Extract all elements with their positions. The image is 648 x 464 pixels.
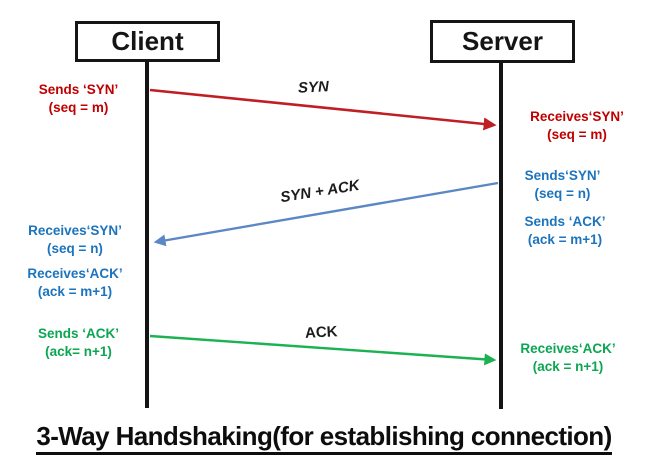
syn-message-label: SYN — [297, 78, 330, 97]
event-action: Receives‘SYN’ — [530, 109, 624, 124]
client-actor-box: Client — [75, 21, 220, 62]
server-lifeline — [499, 62, 503, 409]
server-actor-label: Server — [462, 26, 543, 56]
diagram-title-bar: 3-Way Handshaking(for establishing conne… — [0, 421, 648, 455]
event-detail: (seq = n) — [534, 186, 591, 201]
event-detail: (ack = m+1) — [527, 232, 603, 247]
event-detail: (ack = m+1) — [37, 284, 113, 299]
server-actor-box: Server — [430, 20, 575, 63]
client-event-receives-syn: Receives‘SYN’ (seq = n) — [16, 222, 134, 258]
event-action: Receives‘ACK’ — [520, 341, 616, 356]
event-detail: (seq = m) — [48, 100, 109, 115]
event-detail: (ack= n+1) — [45, 344, 112, 359]
diagram-title: 3-Way Handshaking(for establishing conne… — [36, 421, 612, 455]
server-event-receives-syn: Receives‘SYN’ (seq = m) — [517, 108, 637, 144]
event-action: Receives‘ACK’ — [27, 266, 123, 281]
ack-message-label: ACK — [304, 323, 338, 342]
event-detail: (seq = m) — [547, 127, 607, 142]
client-event-receives-ack: Receives‘ACK’ (ack = m+1) — [16, 265, 134, 301]
event-detail: (ack = n+1) — [532, 359, 604, 374]
event-action: Sends‘SYN’ — [524, 168, 601, 183]
server-event-sends-ack: Sends ‘ACK’ (ack = m+1) — [505, 213, 625, 249]
client-actor-label: Client — [111, 26, 184, 56]
server-event-sends-syn: Sends‘SYN’ (seq = n) — [505, 167, 620, 203]
event-action: Sends ‘ACK’ — [37, 326, 119, 341]
event-action: Receives‘SYN’ — [28, 223, 122, 238]
client-lifeline — [145, 61, 149, 408]
syn-ack-arrow — [153, 181, 499, 247]
event-action: Sends ‘ACK’ — [524, 214, 606, 229]
event-detail: (seq = n) — [47, 241, 103, 256]
client-event-sends-syn: Sends ‘SYN’ (seq = m) — [22, 81, 135, 117]
server-event-receives-ack: Receives‘ACK’ (ack = n+1) — [508, 340, 628, 376]
event-action: Sends ‘SYN’ — [38, 82, 119, 97]
ack-arrow — [149, 334, 497, 366]
client-event-sends-ack: Sends ‘ACK’ (ack= n+1) — [22, 325, 135, 361]
syn-arrow — [149, 88, 497, 131]
